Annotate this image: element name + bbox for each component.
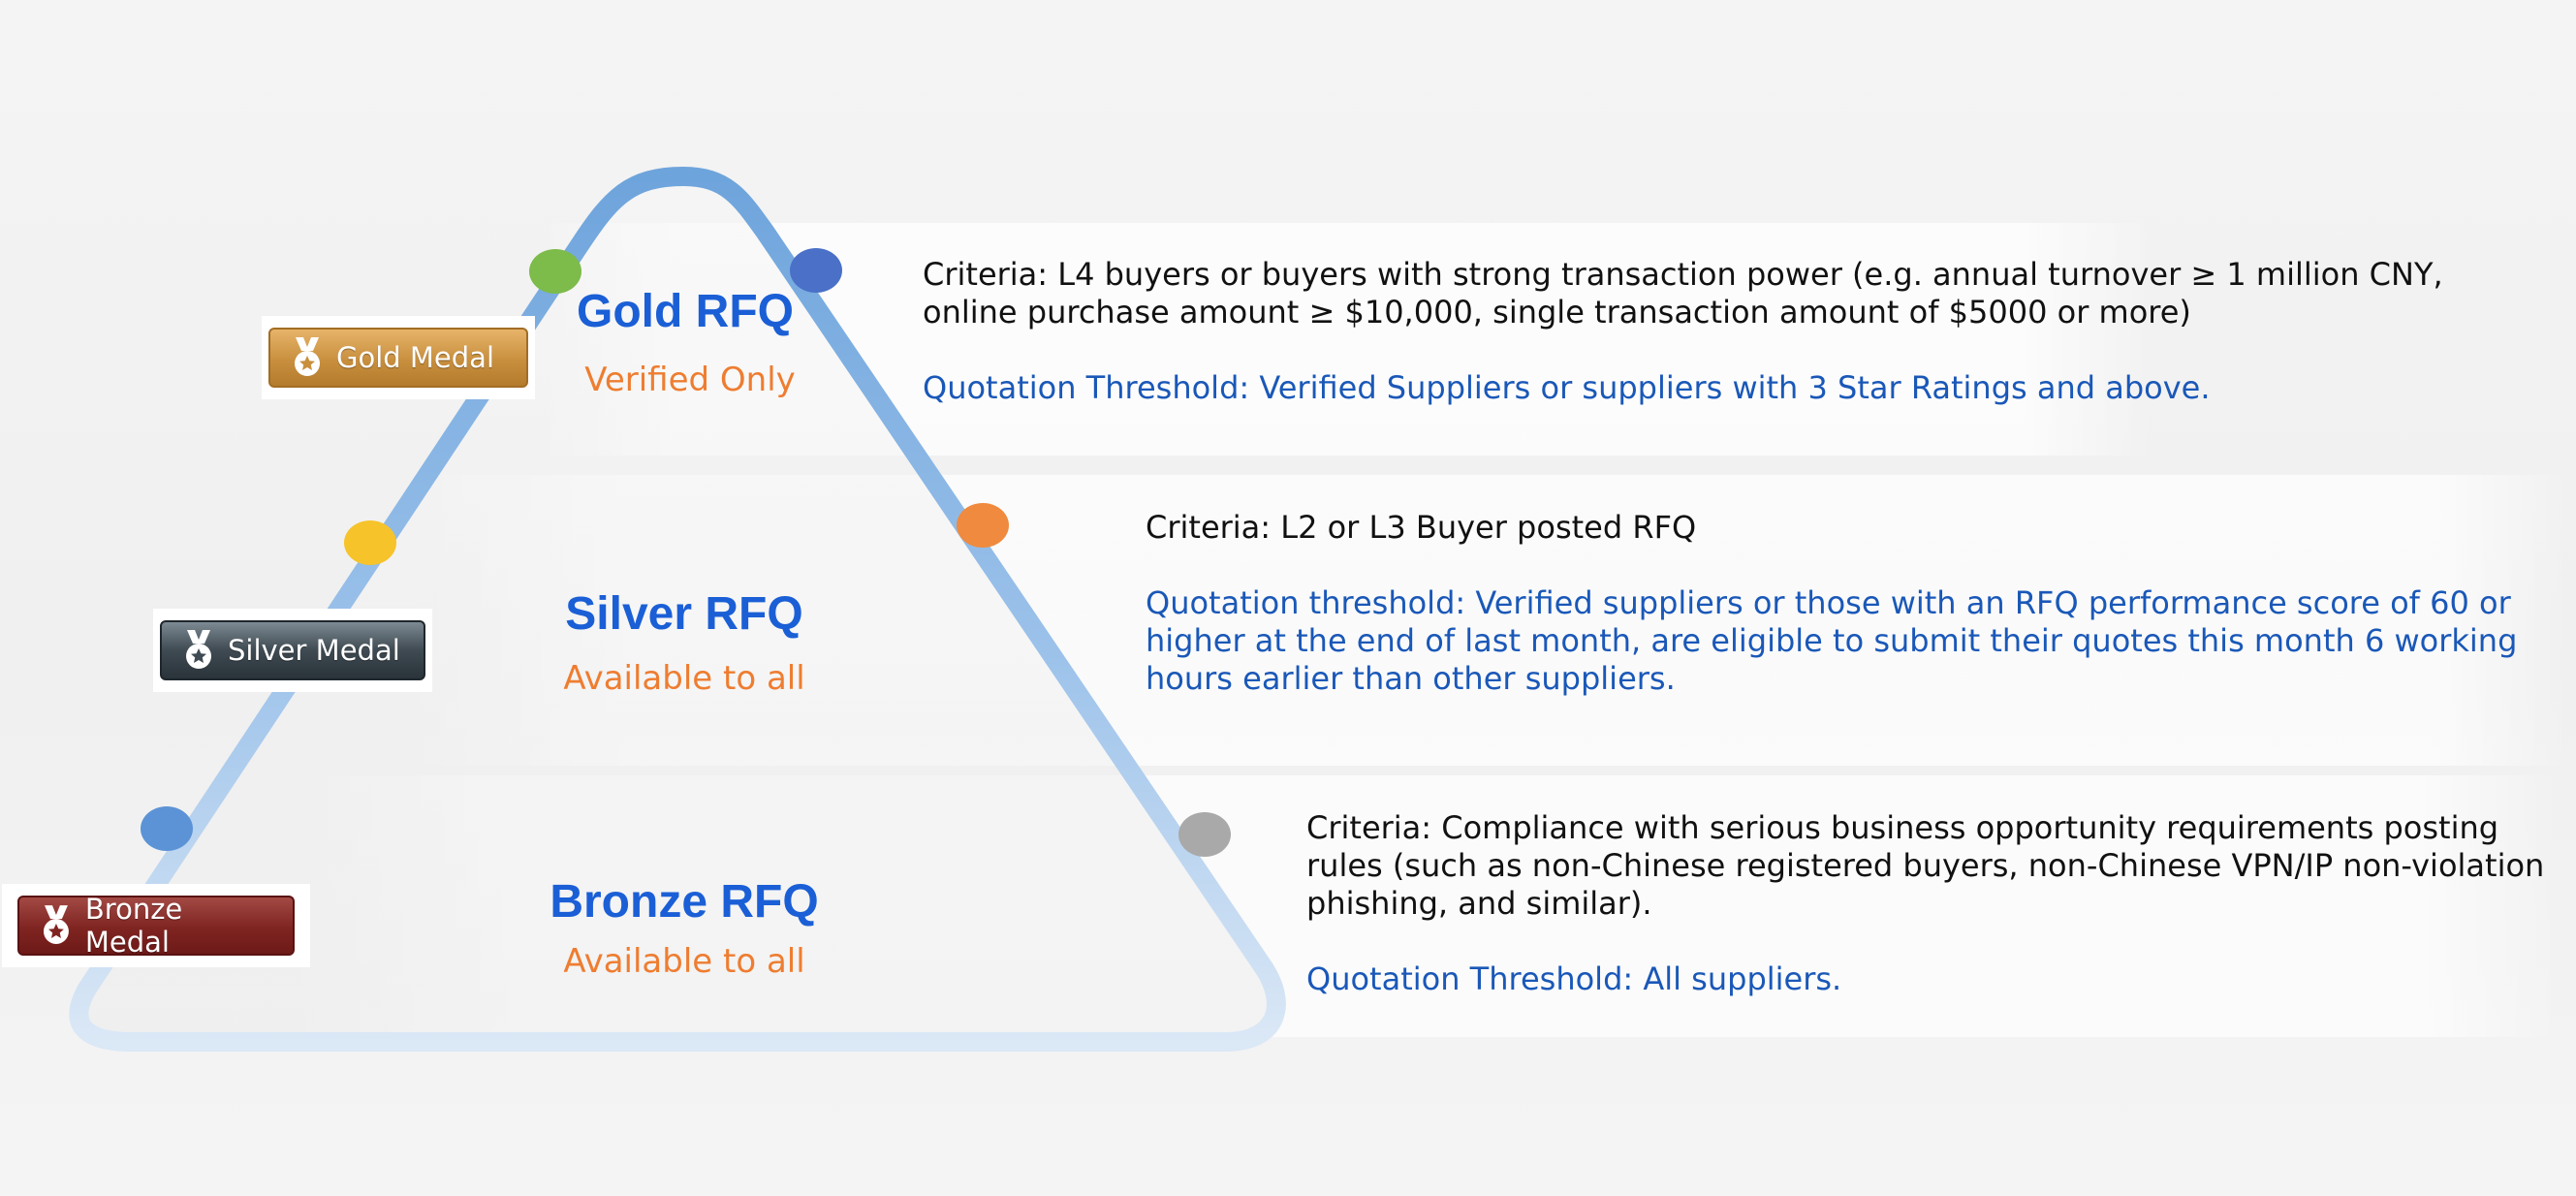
dot-green xyxy=(529,249,581,294)
dot-blue-light xyxy=(141,806,193,851)
silver-medal-label: Silver Medal xyxy=(228,634,400,667)
bronze-tier-description: Criteria: Compliance with serious busine… xyxy=(1306,809,2557,998)
dot-orange xyxy=(957,503,1009,548)
medal-icon xyxy=(186,630,211,669)
gold-medal-badge: Gold Medal xyxy=(268,328,528,388)
silver-tier-description: Criteria: L2 or L3 Buyer posted RFQ Quot… xyxy=(1146,509,2541,698)
gold-medal-label: Gold Medal xyxy=(336,341,494,374)
silver-threshold: Quotation threshold: Verified suppliers … xyxy=(1146,584,2518,697)
dot-yellow xyxy=(344,520,396,565)
bronze-tier-subtitle: Available to all xyxy=(563,942,805,981)
gold-criteria: Criteria: L4 buyers or buyers with stron… xyxy=(923,256,2443,330)
triangle-fill xyxy=(79,176,1276,1042)
medal-icon xyxy=(295,337,320,376)
bronze-threshold: Quotation Threshold: All suppliers. xyxy=(1306,960,1842,997)
silver-criteria: Criteria: L2 or L3 Buyer posted RFQ xyxy=(1146,509,1697,546)
gold-tier-title: Gold RFQ xyxy=(577,286,794,337)
bronze-tier-title: Bronze RFQ xyxy=(550,876,819,928)
dot-gray xyxy=(1178,812,1231,857)
silver-tier-subtitle: Available to all xyxy=(563,659,805,698)
gold-threshold: Quotation Threshold: Verified Suppliers … xyxy=(923,369,2211,406)
gold-tier-description: Criteria: L4 buyers or buyers with stron… xyxy=(923,256,2502,407)
triangle-stroke xyxy=(69,167,1286,1052)
gold-tier-subtitle: Verified Only xyxy=(584,361,796,399)
bronze-medal-label: Bronze Medal xyxy=(84,893,183,959)
bronze-medal-badge: Bronze Medal xyxy=(17,893,295,959)
silver-badge-frame: Silver Medal xyxy=(153,609,432,692)
medal-icon xyxy=(43,905,69,944)
bronze-criteria: Criteria: Compliance with serious busine… xyxy=(1306,809,2545,922)
dot-blue-dark xyxy=(790,248,842,293)
gold-badge-frame: Gold Medal xyxy=(262,316,535,399)
bronze-badge-frame: Bronze Medal xyxy=(2,884,310,967)
silver-medal-badge: Silver Medal xyxy=(160,620,425,680)
silver-tier-title: Silver RFQ xyxy=(565,588,803,640)
